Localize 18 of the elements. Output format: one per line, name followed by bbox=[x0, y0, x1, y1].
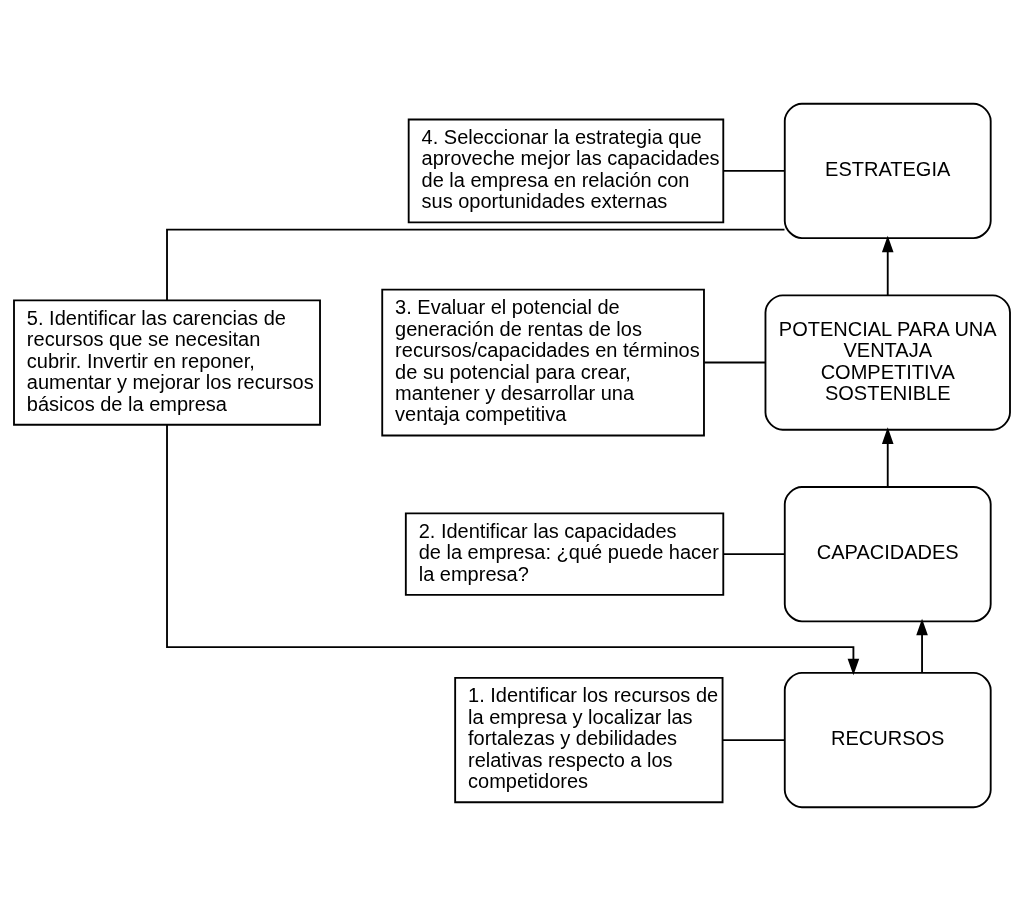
node-box: CAPACIDADES bbox=[783, 486, 992, 623]
connector bbox=[722, 553, 786, 556]
connector bbox=[722, 739, 786, 741]
arrow bbox=[166, 424, 860, 676]
node-box: 2. Identificar las capacidades de la empresa: ¿qué puede hacer la empresa? bbox=[404, 512, 725, 596]
connector bbox=[722, 170, 786, 172]
node-box: 4. Seleccionar la estrategia que aproveche mejor las capacidades de la empresa en relación con sus oportunidades externas bbox=[407, 118, 725, 224]
node-box: RECURSOS bbox=[783, 671, 992, 809]
connector bbox=[166, 228, 786, 302]
arrow bbox=[881, 427, 894, 488]
node-box: 5. Identificar las carencias de recursos que se necesitan cubrir. Invertir en reponer, aumentar y mejorar los recursos básicos de la empresa bbox=[13, 299, 321, 426]
arrow bbox=[881, 235, 894, 296]
node-box: ESTRATEGIA bbox=[783, 102, 992, 240]
node-box: POTENCIAL PARA UNA VENTAJA COMPETITIVA SOSTENIBLE bbox=[764, 294, 1011, 431]
arrow bbox=[916, 618, 928, 674]
node-box: 3. Evaluar el potencial de generación de rentas de los recursos/capacidades en términos de su potencial para crear, mantener y desarrollar una ventaja competitiva bbox=[381, 288, 705, 437]
node-box: 1. Identificar los recursos de la empresa y localizar las fortalezas y debilidades relativas respecto a los competidores bbox=[454, 676, 724, 804]
connector bbox=[703, 361, 767, 364]
